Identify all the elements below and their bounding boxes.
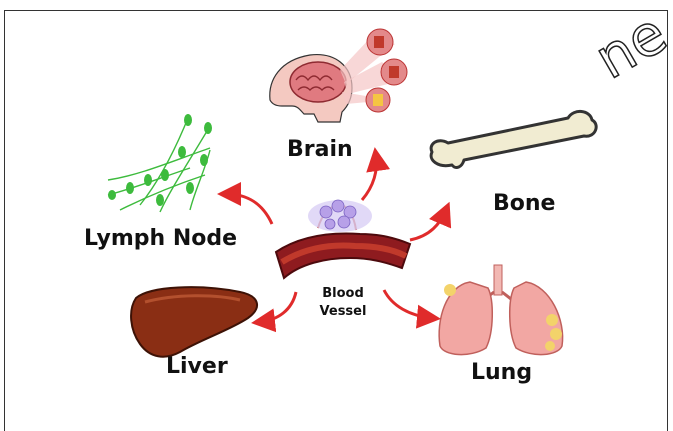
arrow-to-lung [384,290,432,318]
label-liver: Liver [166,354,228,379]
arrow-to-brain [362,156,376,200]
label-blood-vessel-line1: Blood [300,285,386,303]
label-blood-vessel-line2: Vessel [300,303,386,321]
liver-illustration [131,287,257,356]
brain-illustration [270,29,407,122]
label-brain: Brain [287,137,353,162]
lymph-node-illustration [108,114,212,212]
arrow-to-liver [260,292,296,322]
label-bone: Bone [493,191,555,216]
arrow-to-lymph [226,194,272,224]
label-lymph-node: Lymph Node [84,226,237,251]
lung-illustration [439,265,562,355]
bone-illustration [431,111,596,167]
watermark: ne [585,1,673,92]
label-lung: Lung [471,360,532,385]
label-blood-vessel: Blood Vessel [300,285,386,321]
svg-text:ne: ne [585,1,673,92]
blood-vessel-illustration [276,200,410,278]
arrow-to-bone [410,210,446,240]
